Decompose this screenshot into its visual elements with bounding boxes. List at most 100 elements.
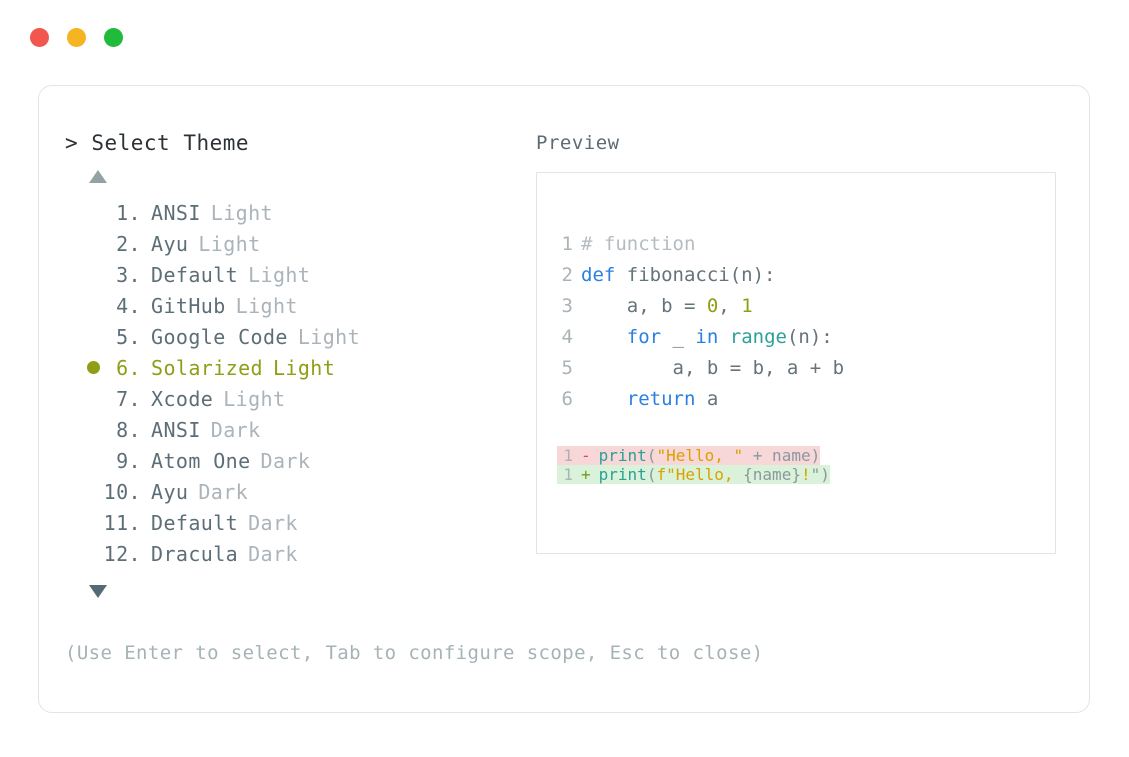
theme-item-variant: Dark xyxy=(198,479,249,504)
triangle-up-icon[interactable] xyxy=(89,170,107,183)
theme-item-name: Google Code xyxy=(151,324,288,349)
code-token xyxy=(581,322,627,353)
code-token: + name) xyxy=(743,446,821,465)
theme-item-index: 2. xyxy=(116,231,141,256)
diff-marker: + xyxy=(581,465,591,484)
code-token: a, b = b, a + b xyxy=(581,357,845,379)
theme-item-variant: Light xyxy=(248,262,311,287)
theme-item-name: Ayu xyxy=(151,479,189,504)
theme-list-item[interactable]: 5. Google Code Light xyxy=(65,321,535,352)
theme-item-index: 9. xyxy=(116,448,141,473)
code-token xyxy=(581,384,627,415)
theme-item-variant: Dark xyxy=(248,510,298,535)
code-line: 3 a, b = 0, 1 xyxy=(537,291,1055,322)
triangle-down-icon[interactable] xyxy=(89,585,107,598)
theme-item-index: 10. xyxy=(103,479,141,504)
code-spacer xyxy=(537,415,1055,446)
theme-item-index: 3. xyxy=(116,262,141,287)
prompt-caret: > xyxy=(65,131,79,155)
page-title: > Select Theme xyxy=(65,130,535,156)
theme-item-name: Default xyxy=(151,510,239,535)
line-number: 2 xyxy=(561,264,573,286)
code-token: ( xyxy=(646,446,657,465)
diff-row-del: 1-print("Hello, " + name) xyxy=(557,446,1055,465)
line-number: 6 xyxy=(561,388,573,410)
minimize-dot[interactable] xyxy=(67,28,86,47)
keyboard-hint: (Use Enter to select, Tab to configure s… xyxy=(65,642,764,664)
code-line: 6 return a xyxy=(537,384,1055,415)
theme-item-index: 7. xyxy=(116,386,141,411)
theme-item-variant: Dark xyxy=(260,448,311,473)
theme-item-name: ANSI xyxy=(151,200,201,225)
theme-list-item[interactable]: 7. Xcode Light xyxy=(65,383,535,414)
code-token: print xyxy=(598,465,647,484)
code-token: ( xyxy=(646,465,657,484)
code-token: a xyxy=(695,388,719,410)
preview-title: Preview xyxy=(536,132,620,154)
code-line: 5 a, b = b, a + b xyxy=(537,353,1055,384)
page-title-text: Select Theme xyxy=(91,131,250,155)
code-token: print xyxy=(598,446,647,465)
line-number: 3 xyxy=(561,295,573,317)
code-line: 4 for _ in range(n): xyxy=(537,322,1055,353)
diff-block: 1-print("Hello, " + name)1+print(f"Hello… xyxy=(537,446,1055,484)
theme-item-index: 5. xyxy=(116,324,141,349)
maximize-dot[interactable] xyxy=(104,28,123,47)
code-token: def xyxy=(581,264,616,286)
theme-item-name: Ayu xyxy=(151,231,189,256)
theme-list-item[interactable]: 2. Ayu Light xyxy=(65,228,535,259)
code-token: f"Hello, xyxy=(656,465,744,484)
line-number: 5 xyxy=(561,357,573,379)
theme-item-name: Solarized xyxy=(151,355,263,380)
code-token: {name} xyxy=(743,465,801,484)
theme-list-item[interactable]: 10. Ayu Dark xyxy=(65,476,535,507)
code-token: , xyxy=(718,295,742,317)
code-token: fibonacci(n): xyxy=(615,264,776,286)
theme-item-name: Atom One xyxy=(151,448,251,473)
code-token: "Hello, " xyxy=(656,446,744,465)
theme-item-index: 8. xyxy=(116,417,141,442)
diff-row-add: 1+print(f"Hello, {name}!") xyxy=(557,465,1055,484)
code-line: 2 def fibonacci(n): xyxy=(537,260,1055,291)
code-token xyxy=(718,322,729,353)
line-number: 4 xyxy=(561,326,573,348)
code-block: 1# function 2 def fibonacci(n): 3 a, b = 0,… xyxy=(537,229,1055,415)
theme-item-variant: Light xyxy=(198,231,261,256)
theme-item-variant: Light xyxy=(223,386,286,411)
theme-item-variant: Dark xyxy=(210,417,261,442)
theme-item-variant: Light xyxy=(297,324,361,349)
diff-marker: - xyxy=(581,446,591,465)
theme-item-variant: Light xyxy=(272,355,336,380)
code-line: 1# function xyxy=(537,229,1055,260)
theme-item-index: 12. xyxy=(103,541,141,566)
theme-item-name: Dracula xyxy=(151,541,239,566)
theme-item-name: Xcode xyxy=(151,386,214,411)
line-number: 1 xyxy=(563,465,573,484)
code-token: in xyxy=(695,326,719,348)
theme-item-name: GitHub xyxy=(151,293,226,318)
close-dot[interactable] xyxy=(30,28,49,47)
theme-item-variant: Dark xyxy=(248,541,298,566)
theme-list-item[interactable]: 9. Atom One Dark xyxy=(65,445,535,476)
code-token: a, b = xyxy=(581,295,707,317)
theme-list-item[interactable]: 12. Dracula Dark xyxy=(65,538,535,569)
theme-item-variant: Light xyxy=(210,200,273,225)
selected-bullet-icon xyxy=(87,361,100,374)
line-number: 1 xyxy=(563,446,573,465)
code-token: ! xyxy=(800,465,811,484)
code-token: _ xyxy=(661,326,696,348)
code-token: # function xyxy=(581,233,696,255)
